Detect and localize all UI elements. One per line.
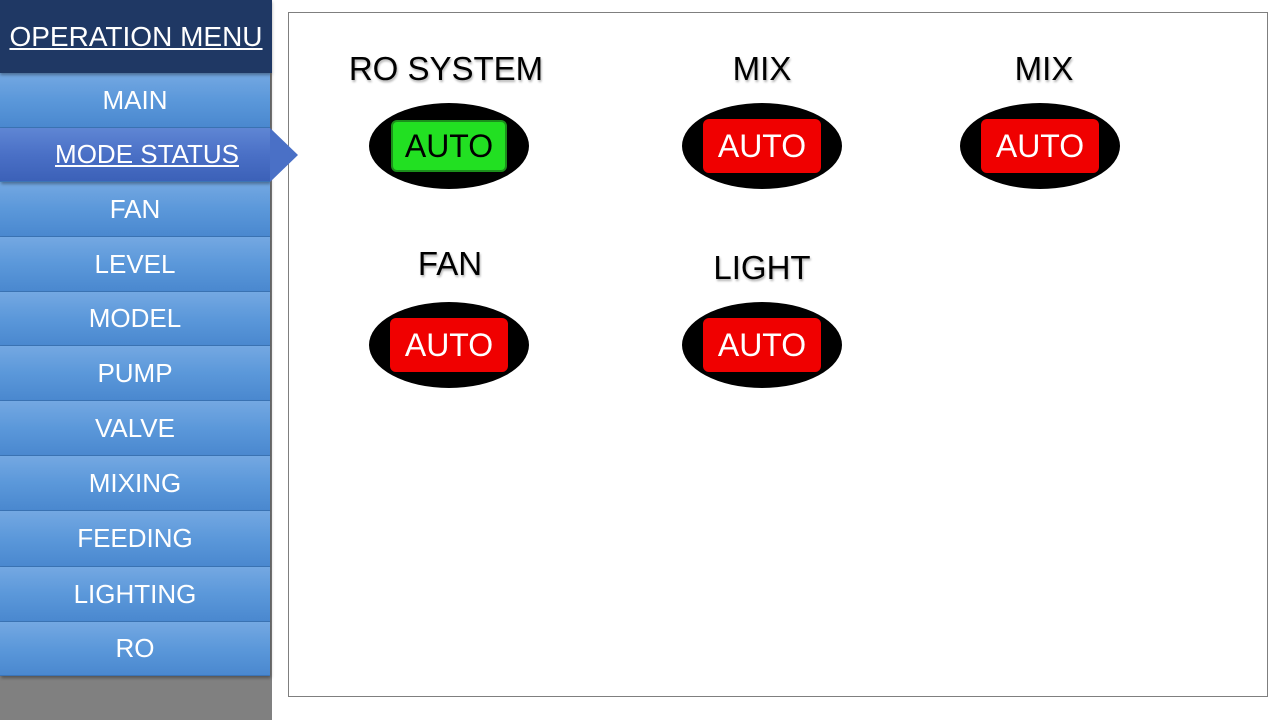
menu-item-label: RO bbox=[115, 633, 155, 663]
menu-item-pump[interactable]: PUMP bbox=[0, 346, 270, 401]
block-title-ro-system: RO SYSTEM bbox=[348, 50, 544, 87]
menu-item-label: PUMP bbox=[97, 357, 173, 388]
menu-item-mixing[interactable]: MIXING bbox=[0, 456, 270, 511]
menu-item-label: VALVE bbox=[95, 412, 175, 443]
operation-menu-header: OPERATION MENU bbox=[0, 0, 272, 73]
menu-item-lighting[interactable]: LIGHTING bbox=[0, 567, 270, 622]
menu-item-label: LIGHTING bbox=[73, 578, 197, 609]
menu-item-label: FEEDING bbox=[77, 523, 193, 553]
ro-system-status-oval[interactable]: AUTO bbox=[369, 103, 529, 189]
block-title-mix-1: MIX bbox=[732, 50, 792, 87]
menu-item-valve[interactable]: VALVE bbox=[0, 401, 270, 456]
menu-item-fan[interactable]: FAN bbox=[0, 182, 270, 237]
block-title-fan: FAN bbox=[417, 245, 483, 282]
block-title-mix-2: MIX bbox=[1014, 50, 1074, 87]
mix-1-status-oval[interactable]: AUTO bbox=[682, 103, 842, 189]
fan-mode-button[interactable]: AUTO bbox=[390, 318, 508, 372]
mode-status-panel: RO SYSTEM AUTO MIX AUTO MIX AUTO FAN AUT… bbox=[288, 12, 1268, 697]
menu-item-model[interactable]: MODEL bbox=[0, 292, 270, 346]
mix-2-status-oval[interactable]: AUTO bbox=[960, 103, 1120, 189]
menu-item-label: LEVEL bbox=[94, 248, 176, 279]
menu-item-feeding[interactable]: FEEDING bbox=[0, 511, 270, 567]
light-status-oval[interactable]: AUTO bbox=[682, 302, 842, 388]
active-arrow-icon bbox=[270, 128, 298, 182]
fan-status-oval[interactable]: AUTO bbox=[369, 302, 529, 388]
menu-item-label: MODE STATUS bbox=[55, 139, 239, 169]
light-mode-button[interactable]: AUTO bbox=[703, 318, 821, 372]
block-title-light: LIGHT bbox=[713, 249, 811, 286]
menu-item-label: FAN bbox=[109, 193, 161, 224]
menu-item-mode-status[interactable]: MODE STATUS bbox=[0, 128, 298, 182]
mix-1-mode-button[interactable]: AUTO bbox=[703, 119, 821, 173]
menu-item-ro[interactable]: RO bbox=[0, 622, 270, 676]
menu-item-label: MODEL bbox=[88, 303, 182, 333]
menu-item-label: MAIN bbox=[102, 84, 168, 115]
mix-2-mode-button[interactable]: AUTO bbox=[981, 119, 1099, 173]
menu-item-label: MIXING bbox=[88, 467, 182, 498]
sidebar: OPERATION MENU MAIN MODE STATUS FAN LEVE… bbox=[0, 0, 298, 720]
menu-item-level[interactable]: LEVEL bbox=[0, 237, 270, 292]
ro-system-mode-button[interactable]: AUTO bbox=[391, 120, 507, 172]
menu-item-main[interactable]: MAIN bbox=[0, 73, 270, 128]
